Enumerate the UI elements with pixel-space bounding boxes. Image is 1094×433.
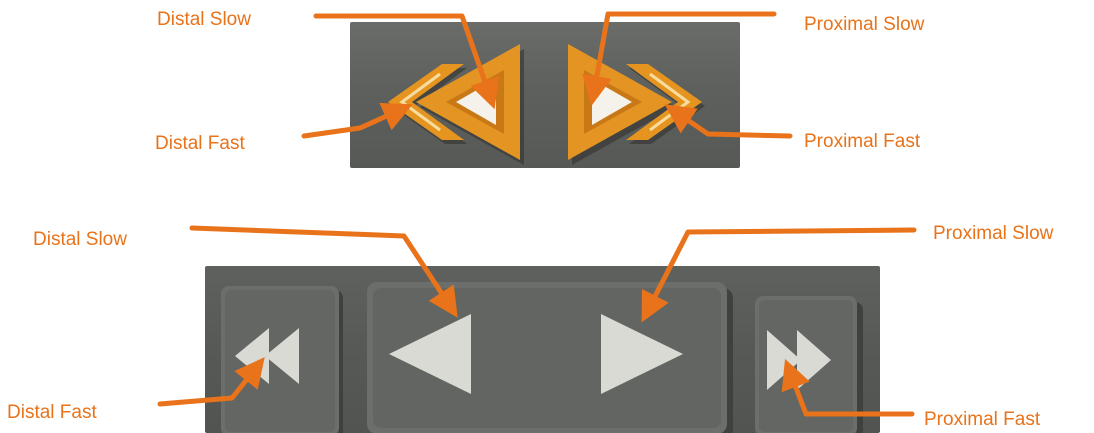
distal-slow-triangle-icon[interactable] bbox=[416, 44, 524, 165]
label-distal-fast-bottom: Distal Fast bbox=[7, 402, 97, 423]
label-proximal-fast-bottom: Proximal Fast bbox=[924, 409, 1041, 430]
label-distal-slow-top: Distal Slow bbox=[157, 9, 251, 30]
distal-fast-button[interactable] bbox=[221, 286, 343, 433]
label-proximal-fast-top: Proximal Fast bbox=[804, 131, 921, 152]
proximal-slow-triangle-icon[interactable] bbox=[601, 314, 683, 394]
top-button-panel-photo bbox=[350, 22, 740, 168]
bottom-button-panel-photo bbox=[205, 266, 880, 433]
bottom-panel-graphic bbox=[221, 282, 863, 433]
label-proximal-slow-top: Proximal Slow bbox=[804, 14, 925, 35]
proximal-fast-button[interactable] bbox=[755, 296, 863, 433]
label-distal-slow-bottom: Distal Slow bbox=[33, 229, 127, 250]
slow-move-button[interactable] bbox=[367, 282, 733, 433]
top-panel-graphic bbox=[388, 44, 705, 165]
label-distal-fast-top: Distal Fast bbox=[155, 133, 245, 154]
proximal-slow-triangle-icon[interactable] bbox=[568, 44, 676, 165]
distal-slow-triangle-icon[interactable] bbox=[389, 314, 471, 394]
label-proximal-slow-bottom: Proximal Slow bbox=[933, 223, 1054, 244]
